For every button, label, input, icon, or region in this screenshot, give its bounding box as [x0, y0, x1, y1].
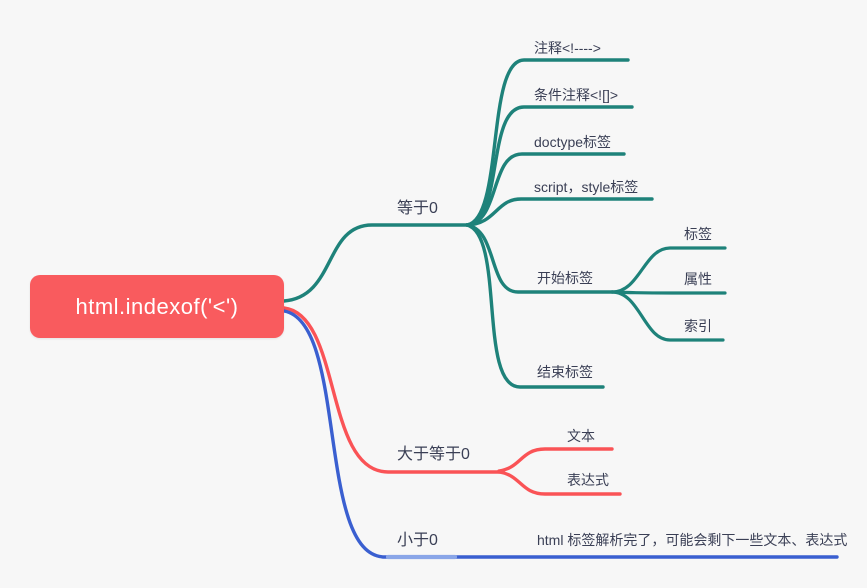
node-gte-0[interactable]: 大于等于0 — [397, 446, 470, 463]
edge-equals-0-to-doctype — [465, 152, 626, 227]
edge-equals-0-to-comment — [465, 58, 630, 227]
node-end-tag[interactable]: 结束标签 — [537, 364, 593, 380]
edge-start-tag-to-tag — [610, 246, 727, 294]
edge-equals-0-to-script-style — [465, 197, 654, 227]
edge-gte-0-to-expression — [497, 470, 622, 496]
node-text[interactable]: 文本 — [567, 428, 595, 444]
edge-root-to-equals-0 — [282, 223, 469, 303]
edge-root-to-gte-0 — [282, 306, 501, 474]
edge-gte-0-to-text — [497, 447, 614, 473]
root-node-label: html.indexof('<') — [75, 293, 239, 319]
node-script-style-tag[interactable]: script，style标签 — [534, 179, 639, 195]
node-remainder-note[interactable]: html 标签解析完了，可能会剩下一些文本、表达式 — [537, 532, 848, 548]
edge-equals-0-to-end-tag — [465, 223, 605, 389]
node-conditional-comment[interactable]: 条件注释<![]> — [534, 87, 619, 103]
edge-start-tag-to-attribute — [610, 290, 727, 295]
node-attribute[interactable]: 属性 — [684, 271, 712, 287]
node-doctype-tag[interactable]: doctype标签 — [534, 134, 612, 150]
edge-root-to-lt-0 — [282, 309, 839, 559]
node-lt-0[interactable]: 小于0 — [397, 532, 438, 549]
edge-start-tag-to-index — [610, 290, 725, 342]
node-start-tag[interactable]: 开始标签 — [537, 270, 593, 286]
node-expression[interactable]: 表达式 — [567, 472, 609, 488]
node-comment[interactable]: 注释<!----> — [534, 40, 601, 56]
node-equals-0[interactable]: 等于0 — [397, 200, 438, 217]
node-index[interactable]: 索引 — [684, 318, 712, 334]
node-tag[interactable]: 标签 — [684, 226, 712, 242]
root-node[interactable]: html.indexof('<') — [30, 275, 284, 338]
